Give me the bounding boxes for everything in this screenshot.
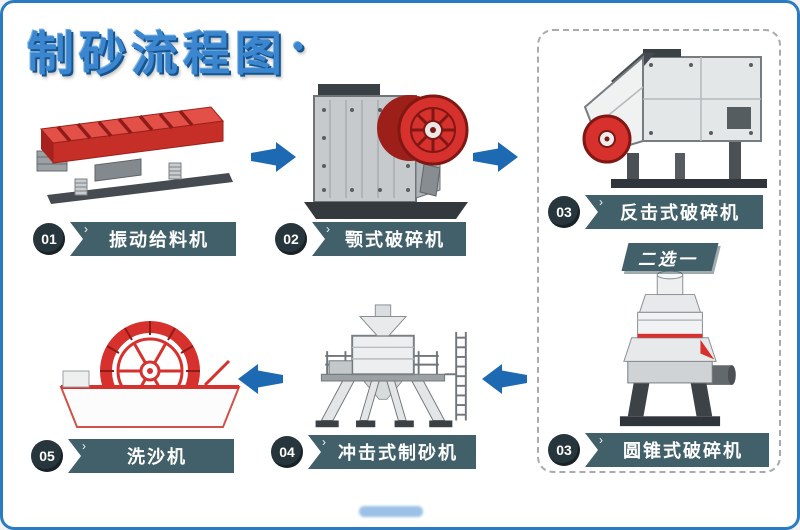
step-impact-crusher: 03 › 反击式破碎机 <box>548 195 763 229</box>
watermark <box>359 506 423 517</box>
jaw-crusher-illustration <box>298 78 473 223</box>
step-vibrating-feeder: 01 › 振动给料机 <box>33 222 236 256</box>
step-jaw-crusher: 02 › 颚式破碎机 <box>275 222 466 256</box>
impact-crusher-illustration <box>551 43 776 193</box>
step-banner: › 反击式破碎机 <box>585 195 763 229</box>
step-number-badge: 03 <box>548 196 580 228</box>
arrow-right-icon <box>251 141 297 173</box>
step-banner: › 洗沙机 <box>68 439 234 473</box>
title-dot-icon: • <box>293 30 309 63</box>
cone-crusher-illustration <box>603 271 738 433</box>
step-label: 圆锥式破碎机 <box>623 441 743 461</box>
step-number-badge: 02 <box>275 223 307 255</box>
step-number-badge: 03 <box>548 434 580 466</box>
step-banner: › 冲击式制砂机 <box>308 435 476 469</box>
page-title-text: 制砂流程图 <box>27 27 287 80</box>
arrow-left-icon <box>481 363 527 395</box>
chevron-icon: › <box>326 222 332 236</box>
vibrating-feeder-illustration <box>23 91 253 211</box>
impact-sand-maker-illustration <box>283 303 483 433</box>
arrow-left-icon <box>237 363 283 395</box>
step-label: 反击式破碎机 <box>620 203 740 223</box>
page-title: 制砂流程图• <box>27 15 309 84</box>
step-cone-crusher: 03 › 圆锥式破碎机 <box>548 433 769 467</box>
choice-tag: 二选一 <box>621 243 719 271</box>
step-label: 洗沙机 <box>127 447 187 467</box>
step-banner: › 圆锥式破碎机 <box>585 433 769 467</box>
step-number-badge: 01 <box>33 223 65 255</box>
step-banner: › 颚式破碎机 <box>312 222 466 256</box>
chevron-icon: › <box>599 195 605 209</box>
sand-washer-illustration <box>53 321 248 436</box>
step-label: 颚式破碎机 <box>345 230 445 250</box>
step-sand-washer: 05 › 洗沙机 <box>31 439 234 473</box>
step-number-badge: 04 <box>271 436 303 468</box>
step-label: 振动给料机 <box>109 230 209 250</box>
chevron-icon: › <box>82 439 88 453</box>
step-label: 冲击式制砂机 <box>338 443 458 463</box>
step-banner: › 振动给料机 <box>70 222 236 256</box>
chevron-icon: › <box>599 433 605 447</box>
step-impact-sand-maker: 04 › 冲击式制砂机 <box>271 435 476 469</box>
chevron-icon: › <box>322 435 328 449</box>
chevron-icon: › <box>84 222 90 236</box>
choice-group-box <box>537 29 781 473</box>
arrow-right-icon <box>473 141 519 173</box>
step-number-badge: 05 <box>31 440 63 472</box>
